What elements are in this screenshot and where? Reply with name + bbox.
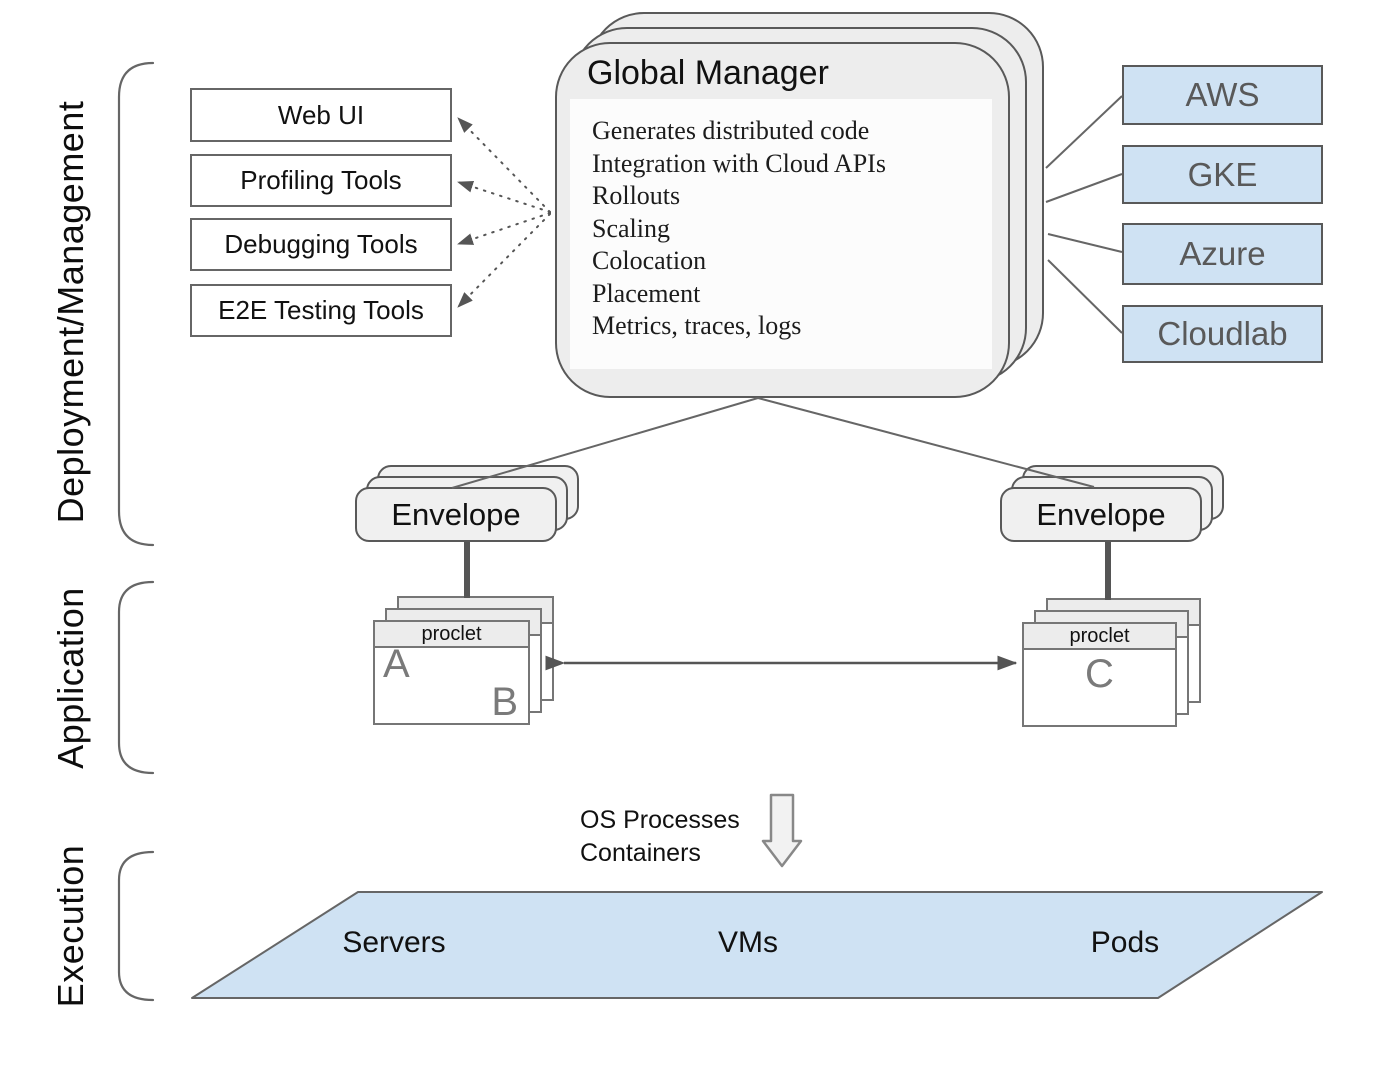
dotted-arrow-to-e2e-testing-tools: [457, 213, 551, 308]
runtime-caption-line1: OS Processes: [580, 806, 740, 834]
line-gm-to-aws: [1045, 95, 1123, 169]
cloud-box-gke: GKE: [1122, 145, 1323, 204]
tool-box-debugging-tools: Debugging Tools: [190, 218, 452, 271]
envelope-left: Envelope: [355, 487, 557, 542]
bracket-application: [117, 580, 155, 775]
capability-item: Rollouts: [592, 181, 681, 210]
capability-item: Scaling: [592, 213, 670, 243]
platform-label-vms: VMs: [718, 926, 778, 959]
runtime-caption-line2: Containers: [580, 839, 701, 867]
cloud-box-cloudlab: Cloudlab: [1122, 305, 1323, 363]
proclet-letter-b: B: [491, 680, 518, 724]
global-manager-card: Global Manager Generates distributed cod…: [555, 42, 1010, 398]
proclet-header-label: proclet: [1024, 624, 1175, 650]
proclet-right-body: C: [1024, 650, 1175, 725]
tool-box-profiling-tools: Profiling Tools: [190, 154, 452, 207]
layer-label-execution: Execution: [50, 844, 91, 1008]
proclet-left-body: A B: [375, 642, 528, 724]
dotted-arrow-to-web-ui: [457, 117, 551, 213]
proclet-left-front: proclet A B: [373, 620, 530, 725]
line-gm-to-azure: [1047, 233, 1123, 253]
capability-item: Metrics, traces, logs: [592, 311, 802, 340]
bracket-deployment-management: [117, 61, 155, 547]
cloud-box-aws: AWS: [1122, 65, 1323, 125]
capability-item: Generates distributed code: [592, 116, 870, 145]
proclet-letter-a: A: [383, 642, 410, 686]
proclet-header-label: proclet: [375, 622, 528, 648]
block-arrow-down-icon: [761, 793, 803, 868]
proclet-right-front: proclet C: [1022, 622, 1177, 727]
dotted-arrow-to-debugging-tools: [457, 212, 551, 245]
line-gm-to-gke: [1045, 173, 1123, 203]
cloud-box-azure: Azure: [1122, 223, 1323, 285]
envelope-right: Envelope: [1000, 487, 1202, 542]
layer-label-application: Application: [50, 587, 91, 769]
capability-item: Integration with Cloud APIs: [592, 148, 886, 178]
platform-label-servers: Servers: [342, 926, 446, 959]
capability-item: Placement: [592, 278, 701, 308]
platform-label-pods: Pods: [1090, 926, 1160, 959]
layer-label-deployment-management: Deployment/Management: [50, 100, 91, 524]
runtime-caption: OS Processes Containers: [580, 804, 740, 870]
capability-item: Colocation: [592, 246, 707, 275]
proclet-letter-c: C: [1085, 652, 1114, 696]
tool-box-e2e-testing-tools: E2E Testing Tools: [190, 284, 452, 337]
global-manager-title: Global Manager: [587, 54, 829, 92]
tool-box-web-ui: Web UI: [190, 88, 452, 142]
dotted-arrow-to-profiling-tools: [457, 180, 551, 213]
global-manager-capabilities: Generates distributed code Integration w…: [570, 99, 992, 369]
line-gm-to-cloudlab: [1047, 259, 1123, 334]
bracket-execution: [117, 850, 155, 1002]
